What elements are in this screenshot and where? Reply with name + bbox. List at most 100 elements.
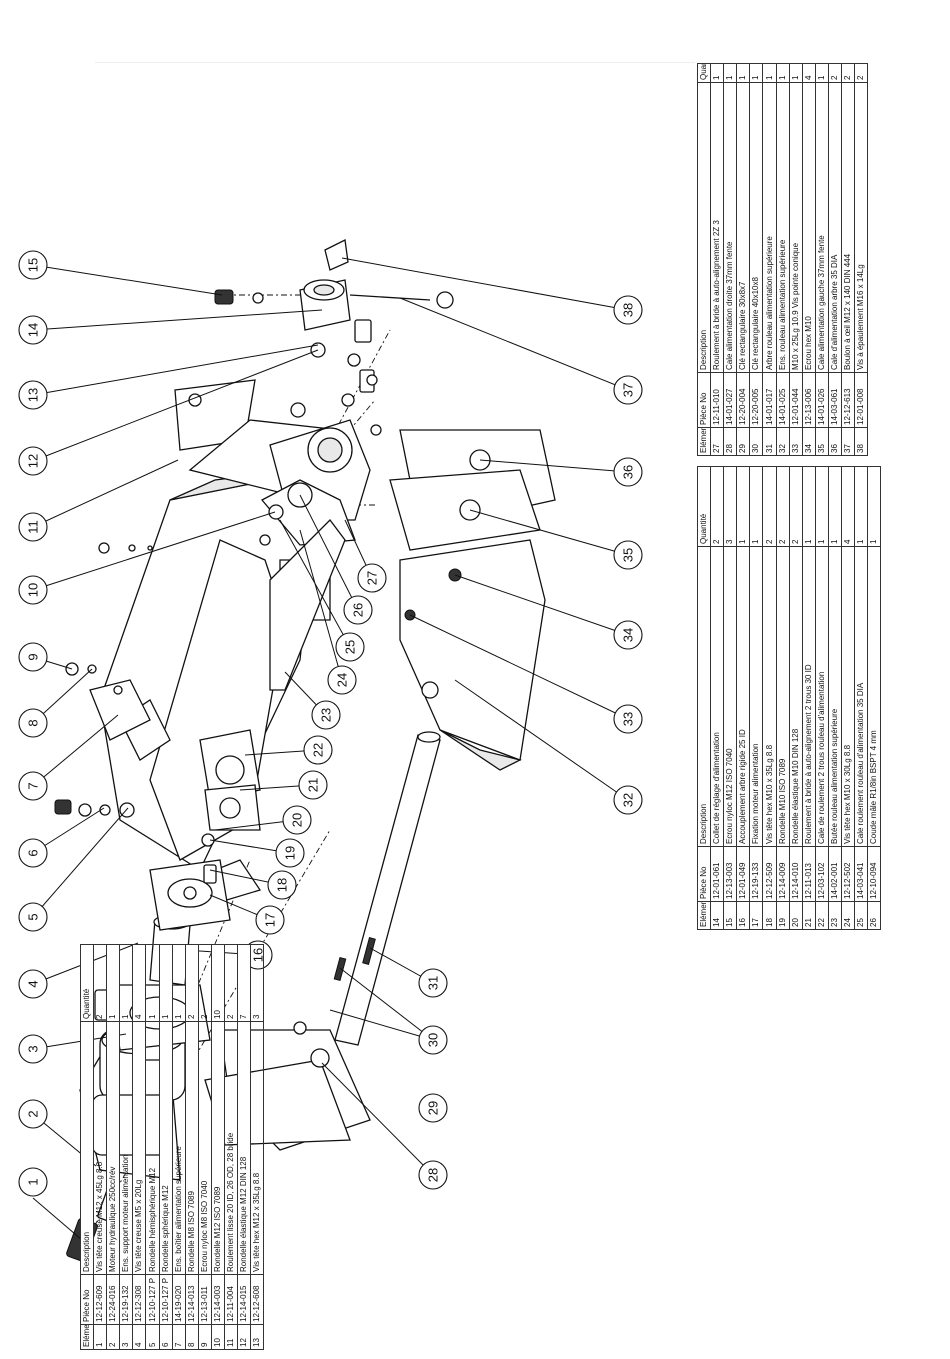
cell-element: 19	[776, 901, 790, 930]
cell-description: Cale alimentation gauche 37mm fente	[815, 82, 829, 373]
cell-element: 22	[815, 901, 829, 930]
cell-piece-no: 12-11-004	[224, 1274, 238, 1325]
cell-element: 31	[762, 427, 777, 456]
cell-quantity: 1	[145, 944, 160, 1022]
cell-piece-no: 12-11-013	[802, 846, 816, 902]
svg-text:37: 37	[621, 383, 636, 397]
callout-10: 10	[18, 575, 48, 605]
feed-stop	[269, 519, 346, 691]
cell-element: 3	[119, 1324, 133, 1350]
cell-quantity: 1	[159, 944, 173, 1022]
svg-text:4: 4	[26, 980, 41, 987]
cell-piece-no: 12-20-004	[736, 372, 750, 428]
cell-piece-no: 12-19-132	[119, 1274, 133, 1325]
cell-description: Vis tête creuse M12 x 45Lg 8.8	[93, 1021, 107, 1275]
cell-element: 14	[710, 901, 724, 930]
cell-piece-no: 12-19-133	[749, 846, 763, 902]
callout-23: 23	[311, 700, 341, 730]
svg-text:10: 10	[26, 583, 41, 597]
cell-element: 20	[789, 901, 803, 930]
cell-description: Vis tête creuse M5 x 20Lg	[132, 1021, 146, 1275]
svg-text:27: 27	[365, 571, 380, 585]
cell-quantity: 1	[723, 63, 737, 83]
svg-text:35: 35	[621, 548, 636, 562]
cell-description: M10 x 25Lg 10.9 Vis pointe conique	[789, 82, 803, 373]
callout-17: 17	[255, 905, 285, 935]
svg-text:20: 20	[290, 813, 305, 827]
cell-element: 8	[185, 1324, 199, 1350]
cell-piece-no: 12-24-016	[106, 1274, 120, 1325]
cell-quantity: 1	[789, 63, 803, 83]
cell-quantity: 2	[854, 63, 868, 83]
cell-description: Ecrou hex M10	[802, 82, 816, 373]
col-header-quantity: Quan	[697, 63, 711, 83]
svg-text:25: 25	[343, 640, 358, 654]
callout-28: 28	[418, 1160, 448, 1190]
callout-19: 19	[275, 838, 305, 868]
cell-description: Boulon à œil M12 x 140 DIN 444	[841, 82, 855, 373]
callout-18: 18	[267, 870, 297, 900]
cell-piece-no: 14-01-027	[723, 372, 737, 428]
callout-7: 7	[18, 771, 48, 801]
callout-1: 1	[18, 1167, 48, 1197]
svg-text:11: 11	[26, 520, 41, 534]
callout-16: 16	[243, 940, 273, 970]
cell-piece-no: 14-01-026	[815, 372, 829, 428]
cell-element: 2	[106, 1324, 120, 1350]
cell-element: 33	[789, 427, 803, 456]
cell-piece-no: 12-13-011	[198, 1274, 212, 1325]
callout-4: 4	[18, 969, 48, 999]
svg-text:38: 38	[621, 303, 636, 317]
callout-9: 9	[18, 642, 48, 672]
svg-text:19: 19	[283, 846, 298, 860]
svg-text:26: 26	[351, 603, 366, 617]
callout-36: 36	[613, 457, 643, 487]
cell-description: Arbre rouleau alimentation supérieure	[762, 82, 777, 373]
callout-3: 3	[18, 1034, 48, 1064]
cell-element: 15	[723, 901, 737, 930]
col-header-piece-no: Pièce No	[697, 372, 711, 428]
cell-piece-no: 14-01-025	[776, 372, 790, 428]
eye-bolt	[349, 294, 431, 301]
cell-element: 10	[211, 1324, 225, 1350]
cell-description: Clé rectangulaire 40x10x8	[749, 82, 763, 373]
svg-text:22: 22	[311, 743, 326, 757]
svg-text:16: 16	[251, 948, 266, 962]
callout-12: 12	[18, 446, 48, 476]
cell-description: Moteur hydraulique 250cc/rév	[106, 1021, 120, 1275]
cell-quantity: 7	[237, 944, 251, 1022]
svg-text:24: 24	[335, 673, 350, 687]
cell-quantity: 3	[723, 466, 737, 547]
cell-piece-no: 12-12-308	[132, 1274, 146, 1325]
svg-text:33: 33	[621, 712, 636, 726]
cell-element: 4	[132, 1324, 146, 1350]
cell-quantity: 1	[710, 63, 724, 83]
callout-34: 34	[613, 620, 643, 650]
svg-text:34: 34	[621, 628, 636, 642]
cell-piece-no: 14-02-001	[828, 846, 842, 902]
cell-piece-no: 12-12-608	[250, 1274, 264, 1325]
cell-description: Ens. boîtier alimentation supérieure	[172, 1021, 186, 1275]
fasteners-right-column	[65, 319, 382, 676]
svg-text:13: 13	[26, 388, 41, 402]
cell-piece-no: 12-12-502	[841, 846, 855, 902]
cell-description: Roulement à bride à auto-alignement 2 tr…	[802, 546, 816, 847]
cell-element: 38	[854, 427, 868, 456]
cell-element: 17	[749, 901, 763, 930]
svg-text:18: 18	[275, 878, 290, 892]
callout-20: 20	[282, 805, 312, 835]
